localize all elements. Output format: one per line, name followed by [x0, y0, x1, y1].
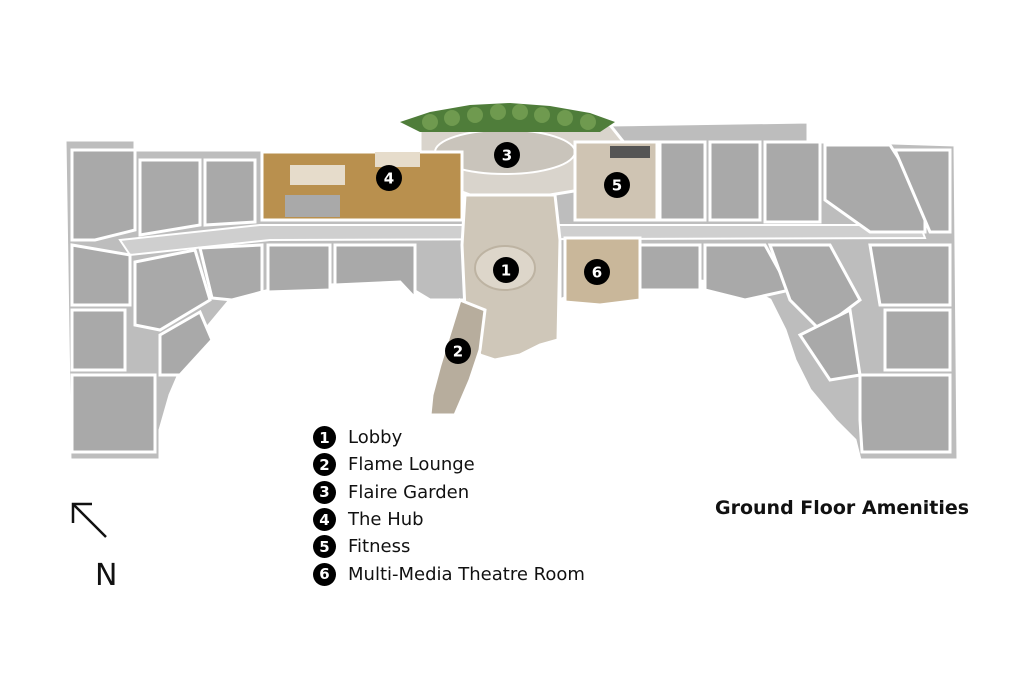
legend-number-badge: 1	[313, 426, 336, 450]
svg-text:1: 1	[501, 262, 511, 280]
legend-item: 5 Fitness	[313, 533, 585, 560]
north-label: N	[95, 558, 118, 593]
svg-text:6: 6	[592, 264, 602, 282]
legend-item: 3 Flaire Garden	[313, 479, 585, 506]
north-arrow-icon	[71, 502, 107, 538]
left-wing-rooms	[70, 148, 417, 454]
marker-flame-lounge[interactable]: 2	[445, 338, 471, 364]
legend-label: Flaire Garden	[348, 481, 470, 503]
legend-number-badge: 5	[313, 535, 336, 559]
legend-number-badge: 3	[313, 480, 336, 504]
legend-label: The Hub	[348, 509, 424, 531]
marker-flaire-garden[interactable]: 3	[494, 142, 520, 168]
legend-number-badge: 6	[313, 562, 336, 586]
amenities-area	[260, 103, 659, 417]
marker-lobby[interactable]: 1	[493, 257, 519, 283]
legend-label: Multi-Media Theatre Room	[348, 563, 585, 585]
map-title: Ground Floor Amenities	[715, 497, 970, 519]
legend-number-badge: 4	[313, 508, 336, 532]
marker-theatre[interactable]: 6	[584, 259, 610, 285]
legend-item: 6 Multi-Media Theatre Room	[313, 560, 585, 587]
svg-text:2: 2	[453, 343, 463, 361]
marker-fitness[interactable]: 5	[604, 172, 630, 198]
legend-item: 2 Flame Lounge	[313, 451, 585, 478]
svg-text:3: 3	[502, 147, 512, 165]
legend-item: 4 The Hub	[313, 506, 585, 533]
svg-text:5: 5	[612, 177, 622, 195]
amenities-legend: 1 Lobby 2 Flame Lounge 3 Flaire Garden 4…	[313, 424, 585, 588]
marker-the-hub[interactable]: 4	[376, 165, 402, 191]
legend-label: Lobby	[348, 427, 403, 449]
svg-text:4: 4	[384, 170, 394, 188]
right-wing-rooms	[638, 140, 952, 454]
legend-label: Fitness	[348, 536, 411, 558]
amenity-markers: 1 2 3 4 5 6	[376, 142, 630, 364]
legend-item: 1 Lobby	[313, 424, 585, 451]
legend-number-badge: 2	[313, 453, 336, 477]
legend-label: Flame Lounge	[348, 454, 475, 476]
